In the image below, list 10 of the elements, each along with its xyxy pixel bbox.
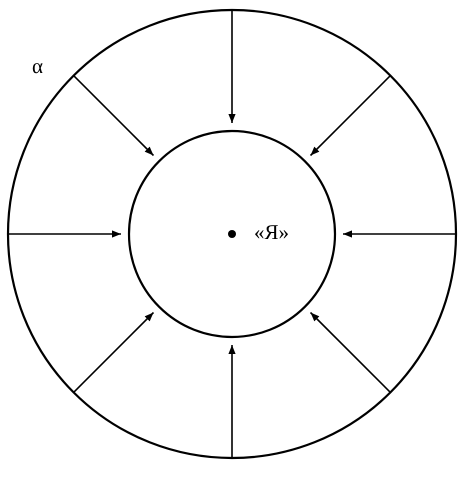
arrow [8,230,121,238]
arrow [343,230,456,238]
arrow [73,312,154,393]
circle-label: α [32,56,44,77]
arrow [228,345,236,458]
arrow [228,10,236,123]
arrow [73,75,154,156]
circle-label: «Я» [254,222,290,243]
arrow [310,75,391,156]
arrow [310,312,391,393]
